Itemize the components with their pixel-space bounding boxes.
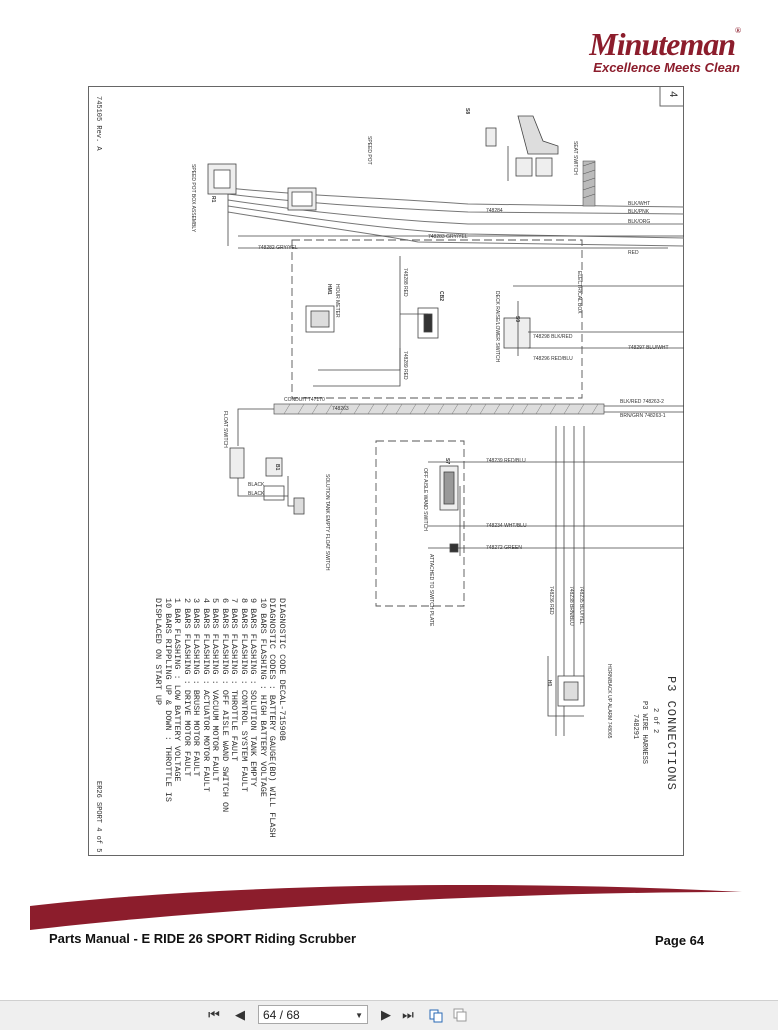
chevron-down-icon: ▼	[355, 1011, 363, 1020]
wire-label: 748272 GREEN	[486, 545, 522, 551]
next-page-icon[interactable]: ▶	[381, 1007, 391, 1022]
component-label-h1: H1	[546, 680, 552, 687]
component-label-s8: S8	[464, 108, 470, 115]
pages-icon[interactable]	[452, 1007, 468, 1023]
wire-label: 748282 GRY/YEL	[258, 245, 298, 251]
wire-label: 748296 RED/BLU	[533, 356, 573, 362]
component-label-hour-meter: HOUR METER	[334, 284, 340, 318]
wire-label: 748289 RED	[402, 351, 408, 380]
footer-manual-title: Parts Manual - E RIDE 26 SPORT Riding Sc…	[49, 931, 357, 946]
component-label-cb2: CB2	[438, 291, 444, 302]
document-page: Minuteman® Excellence Meets Clean	[30, 26, 742, 948]
component-label-speed-pot-assembly: SPEED POT BOX ASSEMBLY	[190, 164, 196, 233]
wiring-diagram-drawing	[88, 86, 684, 856]
component-label-s7: S7	[444, 458, 450, 465]
wire-label: 748297 BLU/WHT	[628, 345, 669, 351]
thumbnails-icon[interactable]	[428, 1007, 444, 1023]
diagram-sheet-ref: ER26 SPORT 4 of 5	[94, 781, 102, 853]
last-page-icon[interactable]: ⏭	[402, 1007, 414, 1022]
wire-label: BRN/GRN 748263-1	[620, 413, 666, 419]
diagram-sheet-of: 2 of 2	[651, 708, 659, 734]
brand-tagline: Excellence Meets Clean	[593, 60, 740, 75]
wire-label: 748239 RED/BLU	[486, 458, 526, 464]
prev-page-icon[interactable]: ◀	[235, 1007, 245, 1022]
component-label-hm1: HM1	[326, 284, 332, 295]
component-label-deck: DECK RAISE/LOWER SWITCH	[494, 291, 500, 363]
brand-name: Minuteman®	[589, 26, 741, 62]
diagram-harness-number: 748291	[631, 714, 639, 740]
wire-label: 748234 WHT/BLU	[486, 523, 527, 529]
diagram-title: P3 CONNECTIONS	[664, 676, 678, 791]
wire-label: 748298 BLK/RED	[533, 334, 573, 340]
component-label-electrical-box: ELECTRICAL BOX	[576, 271, 582, 314]
wire-label: BLK/ORG	[628, 219, 651, 225]
wire-label: BLK/PNK	[628, 209, 650, 215]
first-page-icon[interactable]: ⏮	[208, 1007, 220, 1022]
wire-label: 748288 RED	[402, 268, 408, 297]
component-label-r1: R1	[210, 196, 216, 203]
component-label-s9: S9	[514, 316, 520, 323]
wire-label: RED	[628, 250, 639, 256]
wire-label: 748283 GRY/YEL	[428, 234, 468, 240]
diagram-drawing-number: 745105 Rev. A	[94, 96, 102, 151]
wire-label: CONDUIT 747170	[284, 397, 325, 403]
wire-label: 748284	[486, 208, 503, 214]
component-label-horn: HORN/BACK UP ALARM 748065	[606, 664, 612, 739]
footer-swoosh	[30, 884, 742, 930]
footer-page-number: Page 64	[655, 933, 705, 948]
page-selector[interactable]: 64 / 68 ▼	[258, 1005, 368, 1024]
brand-logo: Minuteman® Excellence Meets Clean	[540, 26, 741, 76]
viewer-toolbar: ⏮ ◀ 64 / 68 ▼ ▶ ⏭	[0, 1000, 778, 1030]
component-label-off-aisle-wand: OFF AISLE WAND SWITCH	[422, 468, 428, 531]
wire-label: 748236 RED	[548, 586, 554, 615]
wire-label: BLACK	[248, 482, 265, 488]
wire-label: 748238 BRN/BLU	[568, 586, 574, 626]
wiring-diagram: P3 CONNECTIONS 2 of 2 P3 WIRE HARNESS 74…	[88, 86, 684, 856]
wire-label: BLACK	[248, 491, 265, 497]
component-label-seat-switch: SEAT SWITCH	[572, 141, 578, 175]
component-label-float-switch: FLOAT SWITCH	[222, 411, 228, 448]
wire-label: 748235 BLU/YEL	[578, 586, 584, 625]
diagram-harness-label: P3 WIRE HARNESS	[640, 701, 648, 765]
component-label-b1: B1	[274, 464, 280, 471]
component-label-attached-switch: ATTACHED TO SWITCH PLATE	[428, 554, 434, 627]
component-label-speed-pot: SPEED POT	[366, 136, 372, 165]
component-label-solution-tank: SOLUTION TANK EMPTY FLOAT SWITCH	[324, 474, 330, 571]
page-indicator: 64 / 68	[263, 1008, 300, 1022]
wire-label: 748263	[332, 406, 349, 412]
diagnostic-notes: DIAGNOSTIC CODE DECAL-71590B DIAGNOSTIC …	[153, 598, 288, 838]
wire-label: BLK/WHT	[628, 201, 651, 207]
wire-label: BLK/RED 748263-2	[620, 399, 664, 405]
diagram-sheet-number: 4	[666, 91, 678, 98]
